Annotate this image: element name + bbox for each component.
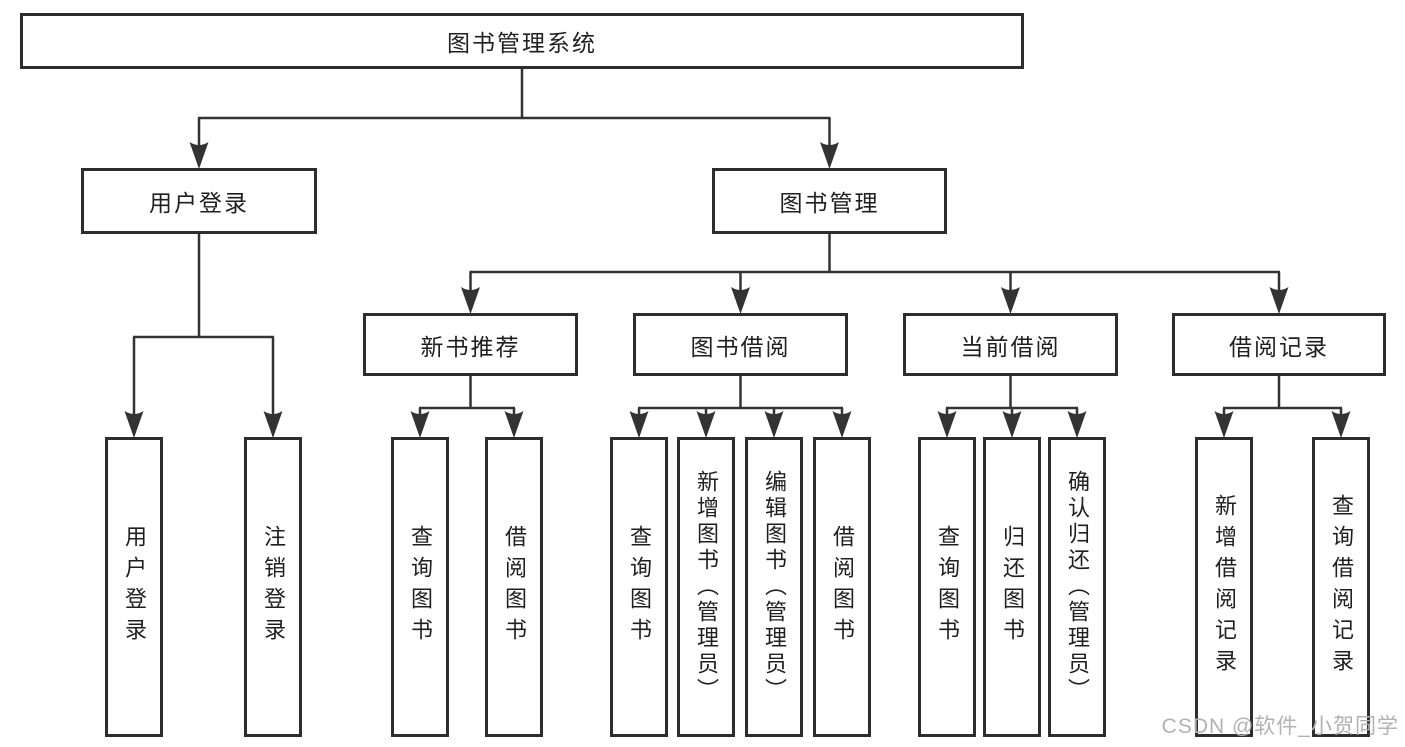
node-leaf-cb-return: 归还图书 (983, 437, 1041, 737)
node-leaf-bb-add: 新增图书（管理员） (677, 437, 735, 737)
node-label-leaf-bb-add: 新增图书（管理员） (694, 470, 719, 704)
arrowhead (461, 287, 480, 314)
arrowhead (820, 142, 839, 169)
arrowhead (124, 411, 144, 438)
node-label-leaf-bb-query: 查询图书 (627, 525, 652, 649)
node-leaf-user-login: 用户登录 (105, 437, 163, 737)
node-book-management: 图书管理 (712, 168, 947, 234)
node-new-book-recommend: 新书推荐 (363, 313, 578, 376)
arrowhead (1269, 287, 1289, 314)
node-label-leaf-bb-borrow: 借阅图书 (830, 525, 855, 649)
node-root: 图书管理系统 (20, 13, 1024, 69)
node-label-new-book-recommend: 新书推荐 (420, 333, 521, 360)
node-label-leaf-br-add: 新增借阅记录 (1212, 494, 1237, 680)
arrowhead (189, 142, 209, 169)
arrowhead (937, 411, 957, 438)
node-leaf-cb-confirm: 确认归还（管理员） (1048, 437, 1106, 737)
arrowhead (731, 287, 750, 314)
node-label-current-borrow: 当前借阅 (960, 333, 1061, 360)
node-label-leaf-logout: 注销登录 (261, 525, 286, 649)
node-label-user-login: 用户登录 (149, 190, 249, 216)
node-label-leaf-br-query: 查询借阅记录 (1329, 494, 1354, 680)
node-user-login: 用户登录 (81, 168, 317, 234)
node-leaf-br-add: 新增借阅记录 (1195, 437, 1253, 737)
arrowhead (504, 411, 524, 438)
node-label-root: 图书管理系统 (447, 30, 597, 56)
node-label-borrow-records: 借阅记录 (1229, 333, 1329, 360)
node-leaf-bb-borrow: 借阅图书 (813, 437, 871, 737)
node-book-borrow: 图书借阅 (633, 313, 848, 376)
node-leaf-bb-edit: 编辑图书（管理员） (745, 437, 803, 737)
arrowhead (1067, 411, 1087, 438)
arrowhead (629, 411, 649, 438)
node-label-leaf-cb-return: 归还图书 (1000, 525, 1025, 649)
arrowhead (263, 411, 283, 438)
arrowhead (1001, 287, 1020, 314)
node-label-leaf-bb-edit: 编辑图书（管理员） (762, 470, 787, 704)
node-leaf-cb-query: 查询图书 (918, 437, 976, 737)
node-label-leaf-nbr-query: 查询图书 (408, 525, 433, 649)
node-leaf-nbr-borrow: 借阅图书 (485, 437, 543, 737)
arrowhead (832, 411, 852, 438)
node-label-leaf-user-login: 用户登录 (122, 525, 147, 649)
node-leaf-logout: 注销登录 (244, 437, 302, 737)
node-current-borrow: 当前借阅 (903, 313, 1118, 376)
node-label-leaf-cb-confirm: 确认归还（管理员） (1065, 470, 1090, 704)
arrowhead (1214, 411, 1234, 438)
node-leaf-nbr-query: 查询图书 (391, 437, 449, 737)
arrowhead (410, 411, 430, 438)
arrowhead (1331, 411, 1351, 438)
arrowhead (1002, 411, 1022, 438)
node-label-book-management: 图书管理 (779, 190, 880, 216)
node-label-leaf-nbr-borrow: 借阅图书 (502, 525, 527, 649)
node-label-leaf-cb-query: 查询图书 (935, 525, 960, 649)
arrowhead (764, 411, 784, 438)
node-leaf-br-query: 查询借阅记录 (1312, 437, 1370, 737)
node-leaf-bb-query: 查询图书 (610, 437, 668, 737)
node-borrow-records: 借阅记录 (1172, 313, 1386, 376)
node-label-book-borrow: 图书借阅 (690, 333, 791, 360)
arrowhead (696, 411, 716, 438)
